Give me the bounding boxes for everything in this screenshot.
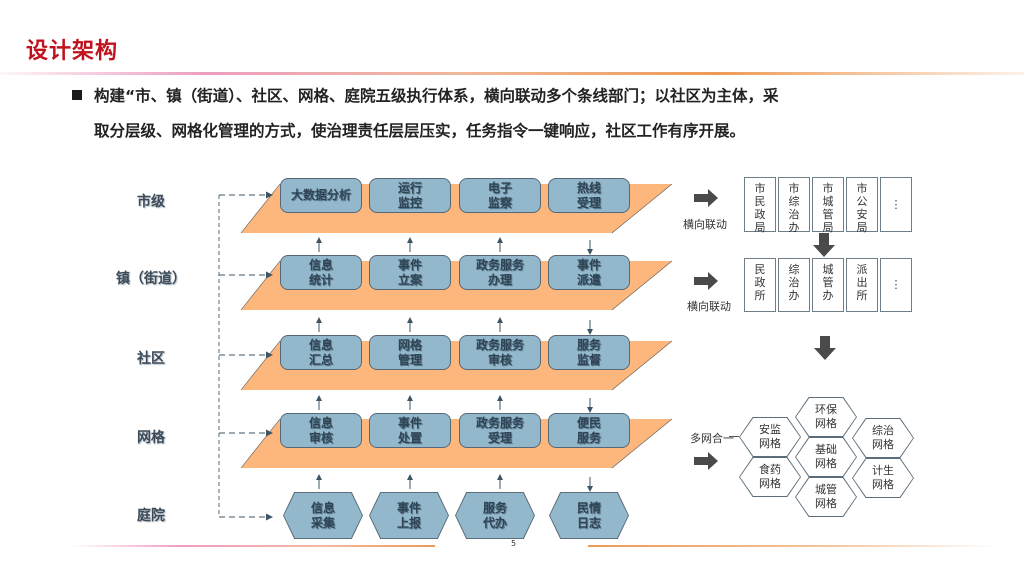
- right-arrow-grid-icon: [694, 452, 718, 470]
- bullet-text-line-1: 构建“市、镇（街道）、社区、网格、庭院五级执行体系，横向联动多个条线部门；以社区…: [94, 87, 779, 105]
- level-label-city: 市级: [137, 194, 165, 210]
- grid-hex-label: 计生 网格: [853, 459, 913, 497]
- function-box: 政务服务 办理: [459, 255, 541, 290]
- platform-edge: [240, 418, 281, 469]
- down-arrow-dept-icon: [813, 233, 835, 257]
- level-label-town: 镇（街道）: [116, 271, 186, 287]
- town-department-box: 派 出 所: [846, 258, 878, 312]
- grid-hex-label: 基础 网格: [796, 438, 856, 476]
- city-department-box: 市 综 治 办: [778, 177, 810, 234]
- horizontal-link-label-town: 横向联动: [687, 300, 731, 313]
- grid-hex-label: 城管 网格: [796, 478, 856, 516]
- city-department-box: ⋮: [880, 177, 912, 232]
- function-box: 信息 审核: [280, 413, 362, 448]
- city-department-box: 市 民 政 局: [744, 177, 776, 234]
- bullet-square-icon: [72, 90, 82, 100]
- platform-edge: [611, 183, 673, 234]
- courtyard-function-hex: 信息 采集: [284, 493, 362, 538]
- town-department-box: ⋮: [880, 258, 912, 312]
- right-arrow-city-icon: [694, 189, 718, 207]
- platform-edge: [240, 260, 281, 311]
- grid-hex: 基础 网格: [795, 437, 857, 477]
- courtyard-function-hex: 服务 代办: [456, 493, 534, 538]
- town-department-box: 综 治 办: [778, 258, 810, 312]
- grid-hex: 计生 网格: [852, 458, 914, 498]
- function-box: 事件 立案: [369, 255, 451, 290]
- page-number: 5: [511, 539, 517, 548]
- grid-hex: 安监 网格: [739, 417, 801, 457]
- function-box: 运行 监控: [369, 178, 451, 213]
- function-box: 网格 管理: [369, 335, 451, 370]
- multi-grid-connector: [729, 436, 739, 437]
- grid-hex: 环保 网格: [795, 397, 857, 437]
- function-box: 信息 统计: [280, 255, 362, 290]
- level-label-grid: 网格: [137, 430, 165, 446]
- platform-edge: [240, 340, 281, 391]
- function-box: 大数据分析: [280, 178, 362, 213]
- courtyard-function-hex: 事件 上报: [370, 493, 448, 538]
- grid-hex: 城管 网格: [795, 477, 857, 517]
- town-department-box: 城 管 办: [812, 258, 844, 312]
- function-box: 热线 受理: [548, 178, 630, 213]
- platform-edge: [240, 183, 281, 234]
- function-box: 电子 监察: [459, 178, 541, 213]
- platform-edge: [611, 340, 673, 391]
- platform-edge: [611, 260, 673, 311]
- town-department-box: 民 政 所: [744, 258, 776, 312]
- level-label-courtyard: 庭院: [137, 508, 165, 524]
- function-box: 事件 处置: [369, 413, 451, 448]
- right-arrow-town-icon: [694, 272, 718, 290]
- grid-hex: 综治 网格: [852, 418, 914, 458]
- footer-divider-right: [588, 545, 998, 547]
- grid-hex: 食药 网格: [739, 457, 801, 497]
- multi-grid-label: 多网合一: [690, 432, 734, 445]
- level-label-community: 社区: [137, 351, 165, 367]
- grid-hex-label: 环保 网格: [796, 398, 856, 436]
- page-title: 设计架构: [26, 39, 119, 64]
- grid-hex-label: 食药 网格: [740, 458, 800, 496]
- function-box: 服务 监督: [548, 335, 630, 370]
- bullet-text-line-2: 取分层级、网格化管理的方式，使治理责任层层压实，任务指令一键响应，社区工作有序开…: [94, 122, 746, 140]
- grid-hex-label: 综治 网格: [853, 419, 913, 457]
- city-department-box: 市 城 管 局: [812, 177, 844, 234]
- footer-divider-left: [70, 545, 435, 547]
- platform-edge: [611, 418, 673, 469]
- courtyard-function-hex: 民情 日志: [550, 493, 628, 538]
- function-box: 信息 汇总: [280, 335, 362, 370]
- function-box: 事件 派遣: [548, 255, 630, 290]
- title-divider: [0, 72, 1024, 75]
- function-box: 政务服务 审核: [459, 335, 541, 370]
- grid-hex-label: 安监 网格: [740, 418, 800, 456]
- function-box: 便民 服务: [548, 413, 630, 448]
- city-department-box: 市 公 安 局: [846, 177, 878, 234]
- function-box: 政务服务 受理: [459, 413, 541, 448]
- horizontal-link-label-city: 横向联动: [683, 218, 727, 231]
- down-arrow-grid-icon: [814, 336, 836, 360]
